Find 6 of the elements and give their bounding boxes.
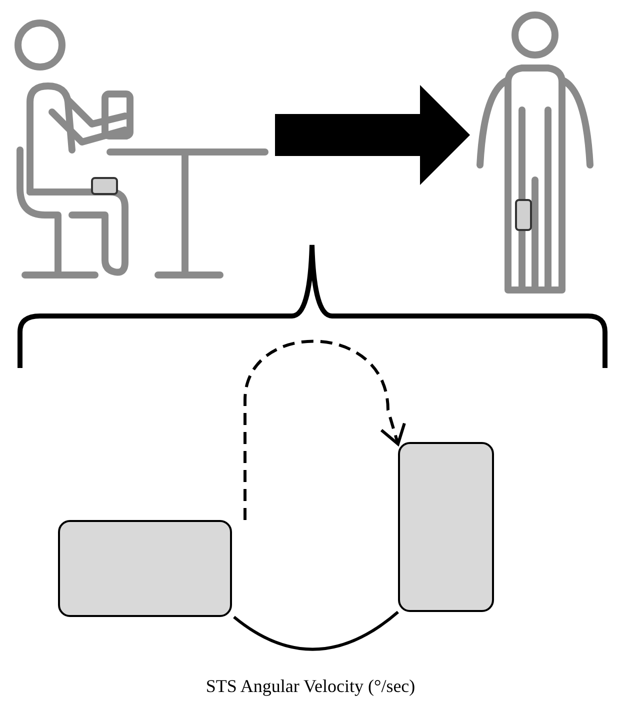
rotation-arrow <box>244 340 406 520</box>
sensor-block <box>398 442 494 612</box>
transition-arrow <box>275 85 470 185</box>
arc-line <box>233 610 399 651</box>
caption: STS Angular Velocity (°/sec) <box>204 676 416 697</box>
sensor-block <box>58 520 232 617</box>
